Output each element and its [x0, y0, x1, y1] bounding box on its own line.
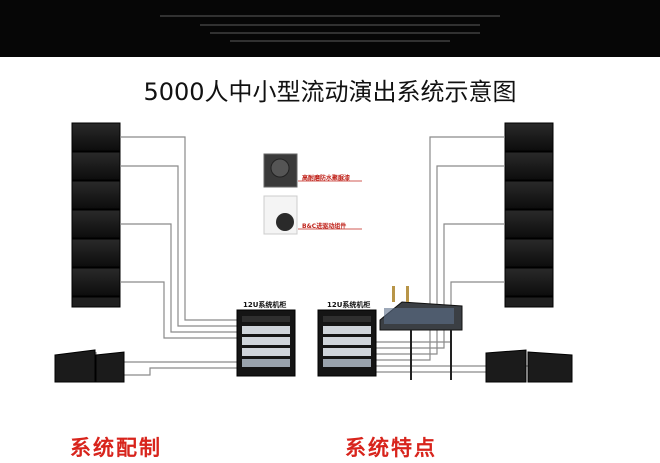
right-stage-monitors [485, 349, 573, 383]
mixing-console [379, 286, 463, 380]
right-rack-label: 12U系统机柜 [327, 301, 371, 309]
driver-component-label: B&C进驱动组件 [302, 223, 347, 230]
left-rack-label: 12U系统机柜 [243, 301, 287, 309]
system-features-heading: 系统特点 [345, 436, 437, 460]
left-line-array [71, 122, 121, 308]
system-configuration-heading: 系统配制 [70, 436, 162, 460]
right-line-array [504, 122, 554, 308]
left-cables [95, 136, 237, 376]
feature-thumbnails [263, 153, 362, 235]
page-title: 5000人中小型流动演出系统示意图 [143, 78, 517, 106]
left-stage-monitors [54, 349, 125, 383]
right-system-rack [317, 309, 377, 377]
header-banner [0, 0, 660, 57]
left-system-rack [236, 309, 296, 377]
waterproof-coating-label: 高耐磨防水聚脲漆 [302, 175, 351, 182]
